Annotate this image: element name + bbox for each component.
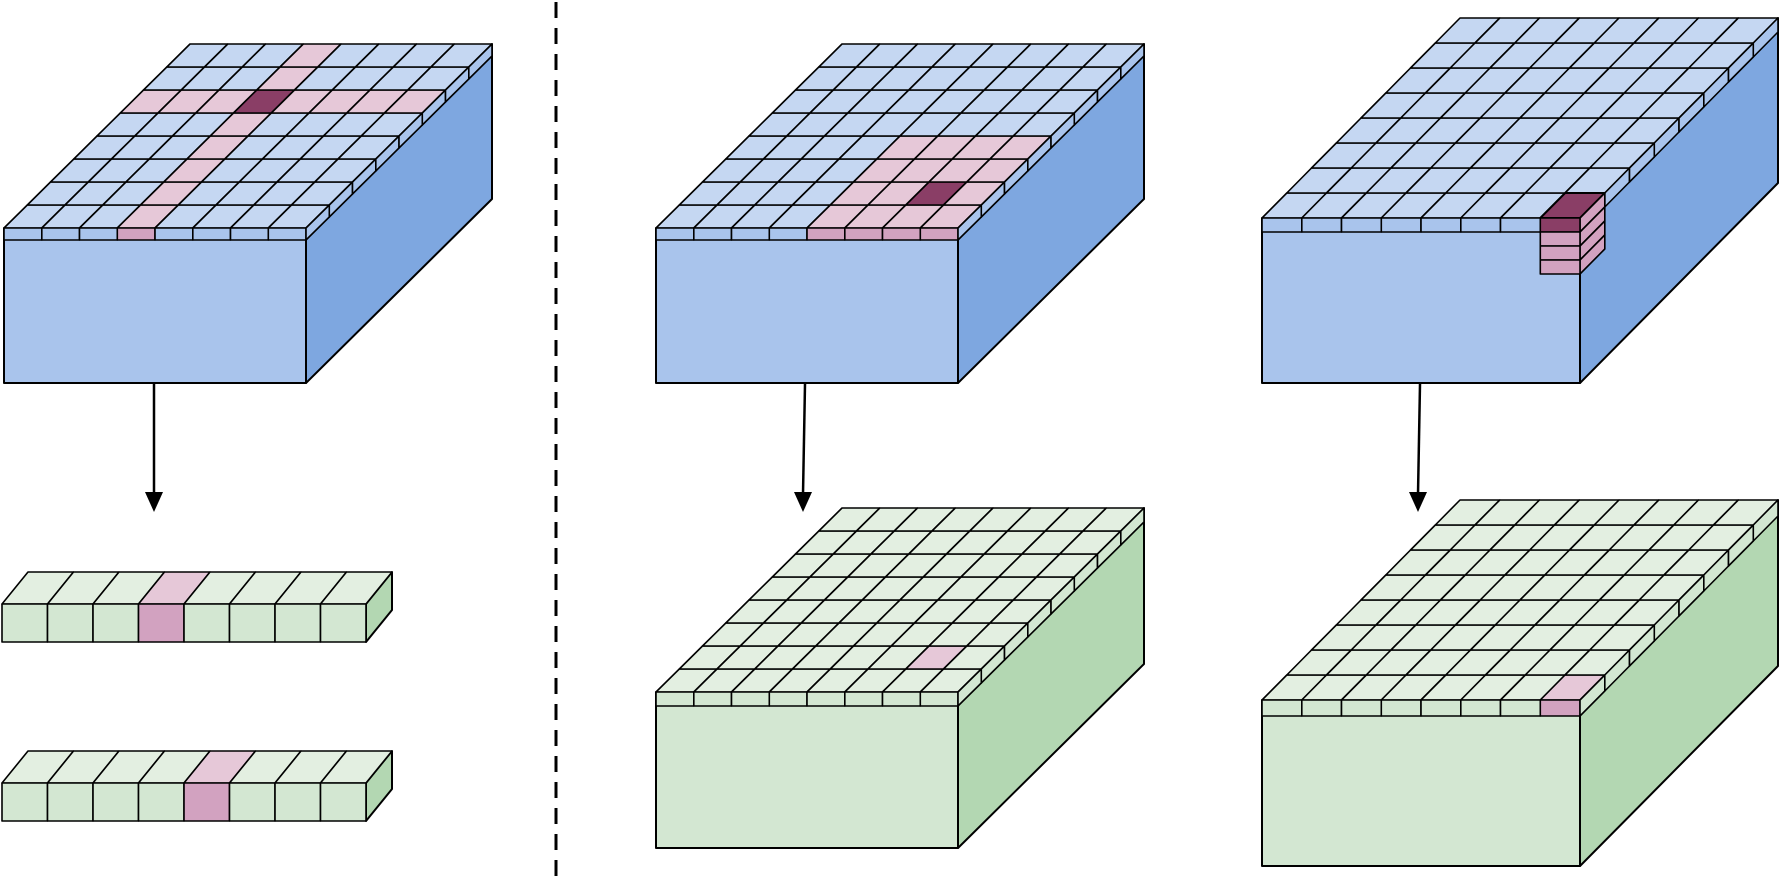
left-panel [1,43,493,822]
front-face [655,691,959,849]
arrow-middle [794,383,812,512]
output-row-2 [1,750,393,822]
side-slab-cell [1752,17,1779,58]
arrow-left [145,384,163,512]
front-slab-cell [154,227,194,241]
arrow-head [145,492,163,512]
front-slab-cell [1340,699,1383,717]
right-panel [1261,17,1779,867]
arrow-head [1409,492,1427,512]
column-front-cell [1539,231,1581,247]
arrow-shaft [801,383,807,495]
front-slab-cell [1499,699,1542,717]
side-slab-cell [467,43,493,80]
front-slab-cell [1460,699,1502,717]
strip-front-cell [46,603,94,643]
strip-front-cell [274,782,322,822]
input-feature-block [3,43,493,384]
front-face [655,227,959,384]
front-face [1261,699,1581,867]
front-slab-cell [919,691,959,707]
column-front-cell [1539,217,1581,233]
input-feature-block [1261,17,1779,384]
strip-front-cell [1,782,49,822]
middle-panel [655,43,1145,849]
front-slab-cell [768,691,808,707]
front-slab-cell [692,227,733,241]
depth-column-highlight [1539,192,1606,275]
output-feature-block [655,507,1145,849]
front-slab-cell [1460,217,1502,233]
front-slab-cell [843,691,884,707]
front-slab-cell [919,227,959,241]
front-slab-cell [1301,217,1343,233]
front-slab-cell [229,227,270,241]
strip-front-cell [183,603,231,643]
front-slab-cell [768,227,808,241]
front-slab-cell [730,227,771,241]
arrow-shaft [1416,383,1422,495]
strip-front-cell [137,782,185,822]
strip-front-cell [46,782,94,822]
front-slab-cell [1340,217,1383,233]
front-slab-cell [881,227,922,241]
side-slab-cell [1120,507,1145,546]
front-slab-cell [843,227,884,241]
column-front-cell [1539,259,1581,275]
front-slab-cell [1499,217,1542,233]
front-slab-cell [1420,699,1462,717]
front-slab-cell [78,227,119,241]
front-slab-cell [655,227,695,241]
side-slab-cell [1752,499,1779,542]
arrow-right [1409,383,1427,512]
column-front-cell [1539,245,1581,261]
side-slab-cell [1120,43,1145,80]
strip-front-cell [137,603,185,643]
front-slab-cell [1420,217,1462,233]
strip-front-cell [228,782,276,822]
front-slab-cell [116,227,156,241]
front-slab-cell [40,227,81,241]
strip-front-cell [92,782,140,822]
front-slab-cell [192,227,232,241]
strip-front-cell [183,782,231,822]
front-slab-cell [267,227,307,241]
front-slab-cell [881,691,922,707]
front-slab-cell [730,691,771,707]
front-slab-cell [655,691,695,707]
front-slab-cell [3,227,43,241]
front-slab-cell [692,691,733,707]
front-slab-cell [806,691,846,707]
input-feature-block [655,43,1145,384]
strip-front-cell [319,782,367,822]
front-slab-cell [806,227,846,241]
front-slab-cell [1380,217,1422,233]
output-row-1 [1,571,393,643]
output-feature-block [1261,499,1779,867]
strip-front-cell [319,603,367,643]
strip-front-cell [274,603,322,643]
strip-front-cell [92,603,140,643]
arrow-head [794,492,812,512]
strip-front-cell [228,603,276,643]
front-slab-cell [1261,699,1303,717]
front-slab-cell [1301,699,1343,717]
front-slab-cell [1261,217,1303,233]
front-slab-cell [1380,699,1422,717]
front-face [3,227,307,384]
strip-front-cell [1,603,49,643]
front-face [1261,217,1581,384]
front-slab-cell [1539,699,1581,717]
